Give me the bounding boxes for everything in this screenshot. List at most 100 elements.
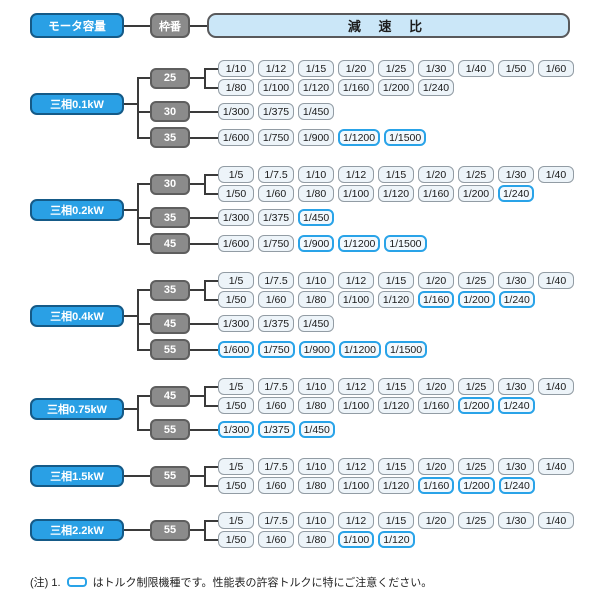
ratio-chip: 1/200	[458, 185, 494, 202]
ratio-chip-torque-limited: 1/750	[258, 341, 295, 358]
connector-line	[204, 279, 206, 301]
ratio-chip: 1/40	[538, 378, 574, 395]
frame-number-box: 45	[150, 233, 190, 254]
ratio-chip-torque-limited: 1/200	[458, 477, 495, 494]
ratio-chip-torque-limited: 1/120	[378, 531, 415, 548]
connector-line	[190, 289, 206, 291]
ratio-chip: 1/160	[418, 397, 454, 414]
ratio-chip: 1/375	[258, 103, 294, 120]
ratio-chip: 1/100	[338, 291, 374, 308]
ratio-chip: 1/450	[298, 103, 334, 120]
ratio-chip: 1/12	[338, 378, 374, 395]
reduction-ratio-header-box: 減 速 比	[207, 13, 570, 38]
ratio-chip-torque-limited: 1/375	[258, 421, 295, 438]
ratio-chip: 1/60	[258, 291, 294, 308]
footnote: (注) 1. はトルク制限機種です。性能表の許容トルクに特にご注意ください。	[0, 574, 600, 590]
ratio-chip-torque-limited: 1/100	[338, 531, 375, 548]
ratio-chip-torque-limited: 1/200	[458, 397, 495, 414]
connector-line	[204, 519, 206, 541]
frame-number-box: 55	[150, 419, 190, 440]
ratio-chip-torque-limited: 1/1200	[338, 129, 381, 146]
ratio-chip: 1/7.5	[258, 458, 294, 475]
ratio-chip: 1/900	[298, 129, 334, 146]
ratio-chip: 1/375	[258, 209, 294, 226]
ratio-chip-torque-limited: 1/240	[498, 397, 535, 414]
connector-line	[204, 538, 218, 541]
ratio-chip: 1/750	[258, 129, 294, 146]
ratio-chip: 1/10	[298, 512, 334, 529]
connector-line	[190, 216, 218, 219]
footnote-prefix: (注) 1.	[30, 577, 61, 589]
ratio-chip-torque-limited: 1/600	[218, 341, 255, 358]
connector-line	[190, 110, 218, 113]
header-connector-line	[190, 24, 207, 27]
ratio-chip: 1/50	[218, 531, 254, 548]
connector-line	[137, 216, 150, 219]
connector-line	[204, 385, 206, 407]
ratio-chip: 1/60	[538, 60, 574, 77]
connector-line	[124, 315, 139, 317]
ratio-chip: 1/5	[218, 378, 254, 395]
connector-line	[137, 348, 150, 351]
motor-capacity-label: 三相0.1kW	[30, 93, 124, 115]
ratio-chip: 1/600	[218, 129, 254, 146]
ratio-chip-torque-limited: 1/1500	[384, 129, 427, 146]
connector-line	[137, 289, 139, 351]
ratio-chip: 1/40	[538, 166, 574, 183]
ratio-chip: 1/30	[498, 166, 534, 183]
ratio-chip: 1/15	[378, 166, 414, 183]
ratio-chip: 1/100	[338, 397, 374, 414]
connector-line	[204, 465, 218, 468]
ratio-chip: 1/80	[298, 185, 334, 202]
connector-line	[137, 395, 139, 431]
ratio-chip: 1/20	[418, 458, 454, 475]
ratio-chip: 1/5	[218, 512, 254, 529]
frame-number-box: 25	[150, 67, 190, 89]
connector-line	[204, 192, 218, 195]
ratio-chip: 1/50	[218, 477, 254, 494]
connector-line	[137, 183, 150, 185]
ratio-chip: 1/100	[338, 477, 374, 494]
connector-line	[204, 465, 206, 487]
connector-line	[204, 173, 218, 176]
connector-line	[137, 242, 150, 245]
ratio-chip: 1/10	[298, 458, 334, 475]
ratio-chip-torque-limited: 1/200	[458, 291, 495, 308]
ratio-chip: 1/300	[218, 315, 254, 332]
ratio-chip: 1/40	[538, 458, 574, 475]
connector-line	[190, 242, 218, 245]
ratio-chip: 1/20	[418, 166, 454, 183]
connector-line	[204, 404, 218, 407]
ratio-chip: 1/80	[218, 79, 254, 96]
diagram-header: モータ容量 枠番 減 速 比	[0, 0, 600, 39]
ratio-chip: 1/15	[378, 272, 414, 289]
ratio-chip-torque-limited: 1/1200	[338, 235, 381, 252]
ratio-chip-torque-limited: 1/240	[498, 477, 535, 494]
ratio-chip: 1/50	[218, 291, 254, 308]
